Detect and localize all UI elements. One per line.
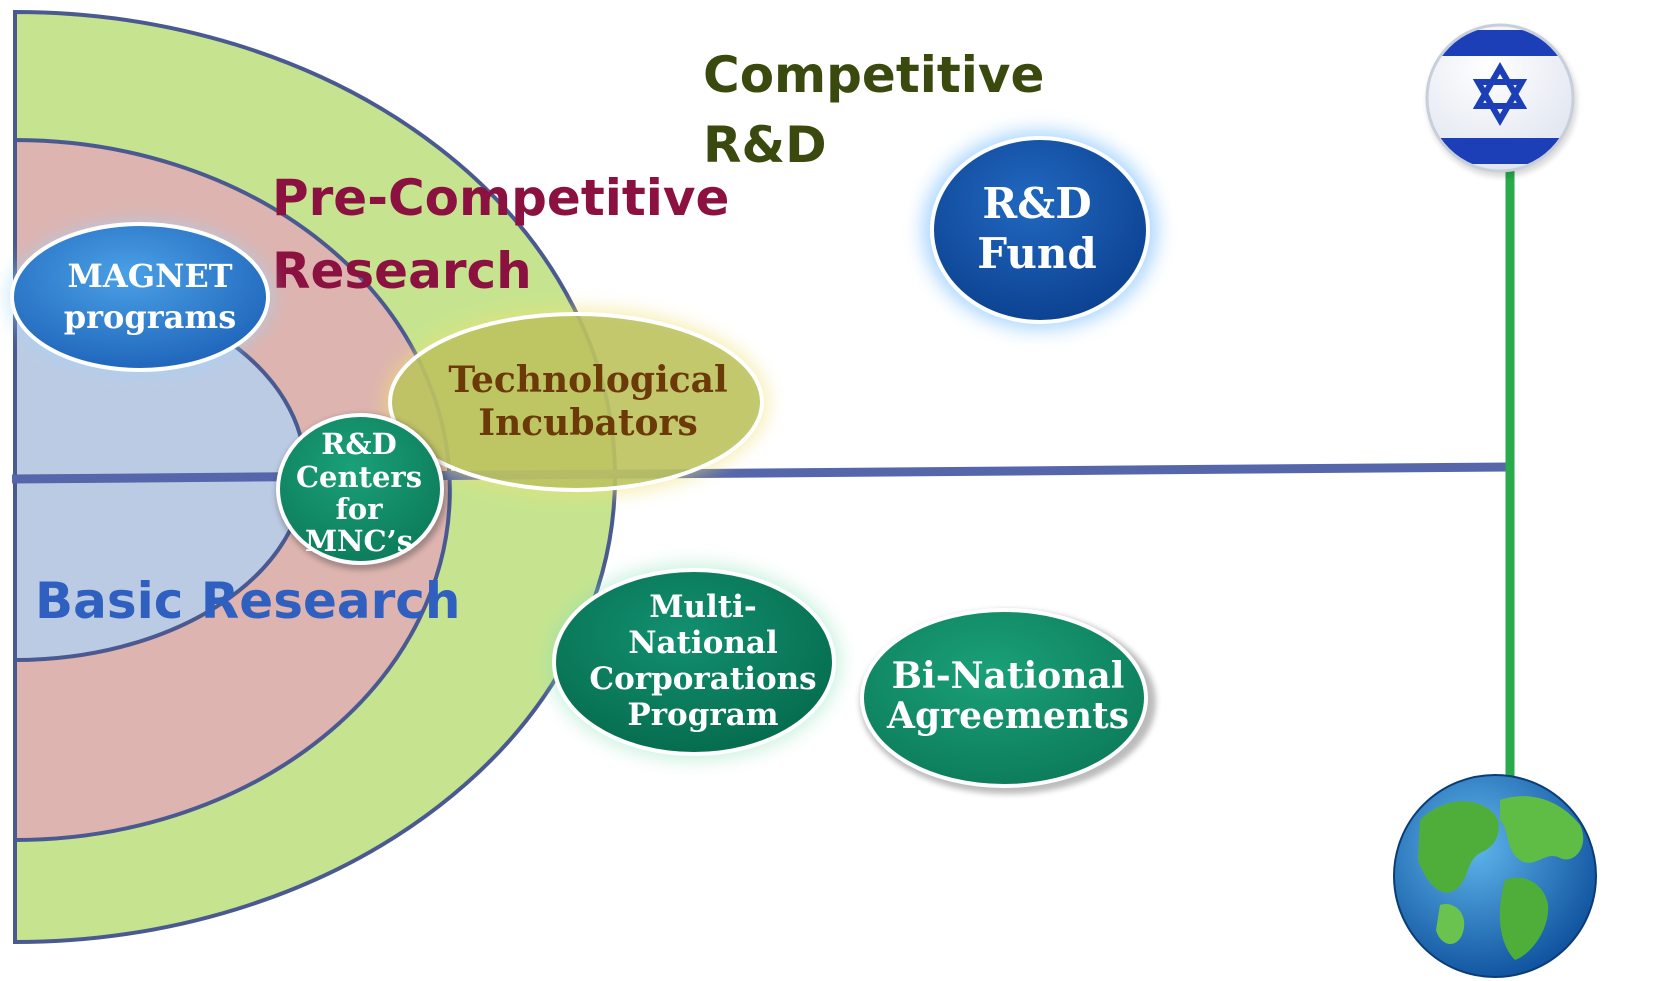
mnc-program-node[interactable]: Multi- National Corporations Program	[548, 564, 840, 760]
globe-icon	[1393, 774, 1597, 978]
magnet-label-line2: programs	[64, 298, 236, 336]
magnet-label-line1: MAGNET	[67, 257, 232, 295]
rd-fund-label-line2: Fund	[977, 229, 1097, 278]
competitive-label-line1: Competitive	[703, 46, 1044, 104]
israel-flag-icon	[1425, 23, 1577, 177]
pre-competitive-label-line1: Pre-Competitive	[272, 169, 729, 227]
rd-fund-label-line1: R&D	[982, 179, 1091, 228]
mnc-label-line3: Corporations	[589, 661, 816, 697]
horizontal-axis-line	[11, 462, 1509, 484]
technological-incubators-node[interactable]: Technological Incubators	[384, 308, 768, 496]
pre-competitive-label-line2: Research	[272, 242, 532, 300]
basic-research-label: Basic Research	[35, 572, 461, 630]
rd-centers-label-line2: Centers	[296, 460, 422, 494]
binational-label-line2: Agreements	[886, 695, 1129, 737]
rd-centers-label-line1: R&D	[321, 427, 396, 461]
rd-centers-label-line4: MNC’s	[305, 524, 413, 558]
mnc-label-line4: Program	[627, 697, 778, 733]
rd-fund-node[interactable]: R&D Fund	[922, 130, 1158, 330]
binational-agreements-node[interactable]: Bi-National Agreements	[860, 608, 1156, 794]
mnc-label-line1: Multi-	[649, 589, 757, 625]
rd-centers-node[interactable]: R&D Centers for MNC’s	[276, 413, 448, 570]
mnc-label-line2: National	[628, 625, 778, 661]
competitive-label-line2: R&D	[703, 116, 827, 174]
binational-label-line1: Bi-National	[892, 655, 1125, 697]
incubators-label-line1: Technological	[448, 359, 727, 401]
rd-centers-label-line3: for	[335, 492, 383, 526]
incubators-label-line2: Incubators	[478, 402, 697, 444]
magnet-programs-node[interactable]: MAGNET programs	[8, 221, 272, 373]
